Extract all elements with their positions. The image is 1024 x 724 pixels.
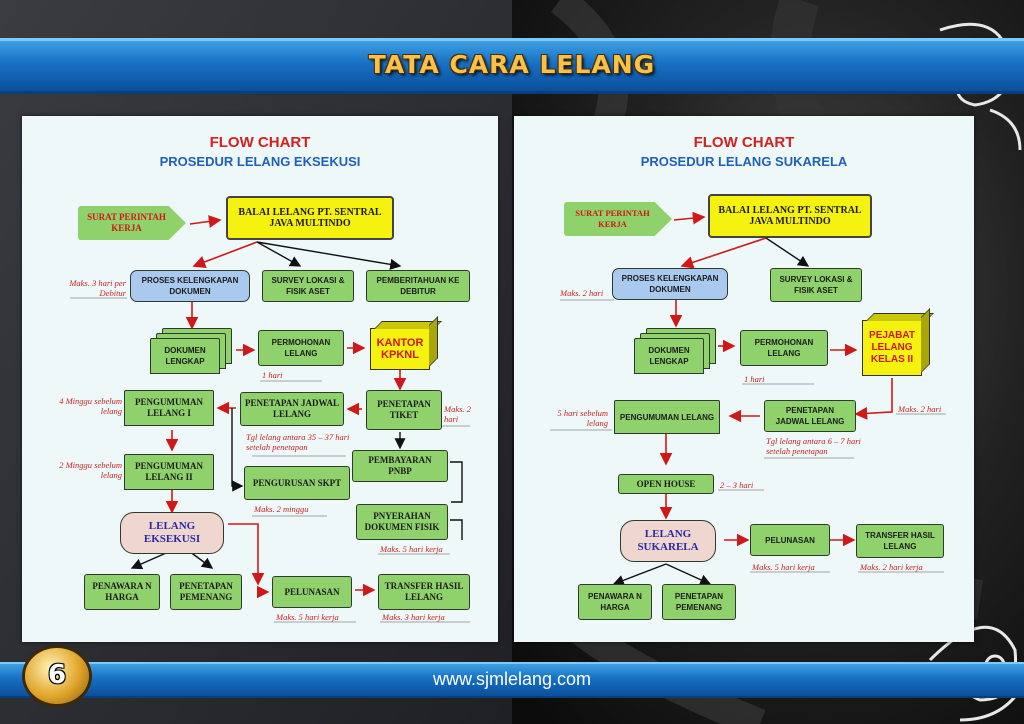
panel-subtitle: PROSEDUR LELANG EKSEKUSI	[159, 154, 361, 169]
panel-subtitle: PROSEDUR LELANG SUKARELA	[640, 154, 848, 169]
arrow	[189, 215, 222, 228]
penetapan-jadwal-lelang: PENETAPAN JADWAL LELANG	[240, 392, 344, 426]
note-1-hari: 1 hari	[744, 374, 765, 384]
lelang-sukarela: LELANG SUKARELA	[620, 520, 716, 562]
arrow	[450, 519, 463, 540]
arrow	[228, 523, 265, 586]
transfer-hasil-lelang: TRANSFER HASIL LELANG	[856, 524, 944, 558]
arrow	[256, 241, 402, 270]
arrow	[256, 241, 302, 267]
arrow	[665, 563, 712, 586]
pengumuman-lelang-ii: PENGUMUMAN LELANG II	[124, 454, 214, 490]
panel-title: FLOW CHART	[693, 134, 795, 151]
penetapan-pemenang: PENETAPAN PEMENANG	[170, 574, 242, 610]
survey-lokasi: SURVEY LOKASI & FISIK ASET	[770, 268, 862, 302]
arrow	[450, 461, 463, 503]
note-maks-2-hari: Maks. 2 hari	[444, 404, 471, 424]
note-maks-2-hari: Maks. 2 hari	[560, 288, 604, 298]
website-url[interactable]: www.sjmlelang.com	[432, 669, 592, 689]
survey-lokasi: SURVEY LOKASI & FISIK ASET	[262, 270, 354, 302]
flowchart-connectors	[70, 215, 470, 623]
flowchart-sukarela-panel: FLOW CHART PROSEDUR LELANG SUKARELA	[514, 116, 974, 642]
penetapan-tiket: PENETAPAN TIKET	[366, 390, 442, 430]
arrow	[765, 237, 810, 267]
penawaran-harga: PENAWARA N HARGA	[84, 574, 160, 610]
flowchart-connectors	[550, 211, 946, 586]
note-4-minggu: 4 Minggu sebelum lelang	[59, 396, 122, 416]
penetapan-pemenang: PENETAPAN PEMENANG	[662, 584, 736, 620]
pelunasan: PELUNASAN	[750, 524, 830, 556]
note-2-3-hari: 2 – 3 hari	[720, 480, 754, 490]
note-maks-5-hari-kerja: Maks. 5 hari kerja	[380, 544, 443, 554]
note-maks-5-hari-kerja: Maks. 5 hari kerja	[276, 612, 339, 622]
note-maks-3-hari: Maks. 3 hari per Debitur	[69, 278, 126, 298]
pelunasan: PELUNASAN	[272, 576, 352, 608]
kantor-kpknl: KANTOR KPKNL	[370, 328, 430, 370]
arrow	[192, 241, 258, 268]
page-title: TATA CARA LELANG	[368, 50, 656, 79]
flowchart-eksekusi-panel: FLOW CHART PROSEDUR LELANG EKSEKUSI	[22, 116, 498, 642]
page-number: 6	[47, 660, 67, 690]
note-1-hari: 1 hari	[262, 370, 283, 380]
dokumen-lengkap: DOKUMEN LENGKAP	[150, 338, 220, 374]
note-maks-3-hari-kerja: Maks. 3 hari kerja	[382, 612, 445, 622]
panel-title: FLOW CHART	[209, 134, 311, 151]
note-tgl-lelang: Tgl lelang antara 35 – 37 hari setelah p…	[246, 432, 350, 452]
dokumen-lengkap: DOKUMEN LENGKAP	[634, 338, 704, 374]
penawaran-harga: PENAWARA N HARGA	[578, 584, 652, 620]
pengumuman-lelang-i: PENGUMUMAN LELANG I	[124, 390, 214, 426]
permohonan-lelang: PERMOHONAN LELANG	[740, 330, 828, 366]
pembayaran-pnbp: PEMBAYARAN PNBP	[352, 450, 448, 482]
arrow	[673, 211, 706, 225]
note-maks-2-hari: Maks. 2 hari	[898, 404, 942, 414]
pejabat-lelang-kelas-ii: PEJABAT LELANG KELAS II	[862, 320, 922, 376]
note-maks-2-minggu: Maks. 2 minggu	[254, 504, 309, 514]
note-tgl-lelang: Tgl lelang antara 6 – 7 hari setelah pen…	[766, 436, 861, 456]
surat-perintah-kerja: SURAT PERINTAH KERJA	[78, 206, 186, 240]
page-number-badge: 6	[25, 648, 89, 704]
proses-kelengkapan-dokumen: PROSES KELENGKAPAN DOKUMEN	[612, 268, 728, 300]
transfer-hasil-lelang: TRANSFER HASIL LELANG	[378, 574, 470, 610]
balai-lelang: BALAI LELANG PT. SENTRAL JAVA MULTINDO	[226, 196, 394, 240]
note-maks-2-hari-kerja: Maks. 2 hari kerja	[860, 562, 923, 572]
pemberitahuan-ke-debitur: PEMBERITAHUAN KE DEBITUR	[366, 270, 470, 302]
lelang-eksekusi: LELANG EKSEKUSI	[120, 512, 224, 554]
proses-kelengkapan-dokumen: PROSES KELENGKAPAN DOKUMEN	[130, 270, 250, 302]
pengurusan-skpt: PENGURUSAN SKPT	[244, 466, 350, 500]
penetapan-jadwal-lelang: PENETAPAN JADWAL LELANG	[764, 400, 856, 432]
arrow	[231, 408, 244, 492]
pengumuman-lelang: PENGUMUMAN LELANG	[614, 400, 720, 434]
surat-perintah-kerja: SURAT PERINTAH KERJA	[564, 202, 672, 236]
arrow	[612, 563, 667, 586]
open-house: OPEN HOUSE	[618, 474, 714, 494]
note-5-hari: 5 hari sebelum lelang	[557, 408, 608, 428]
footer-bar	[0, 662, 1024, 698]
title-banner	[0, 38, 1024, 94]
note-2-minggu: 2 Minggu sebelum lelang	[59, 460, 122, 480]
arrow	[854, 378, 893, 420]
permohonan-lelang: PERMOHONAN LELANG	[258, 330, 344, 366]
arrow	[680, 237, 767, 269]
penyerahan-dokumen-fisik: PNYERAHAN DOKUMEN FISIK	[356, 504, 448, 540]
balai-lelang: BALAI LELANG PT. SENTRAL JAVA MULTINDO	[708, 194, 872, 238]
note-maks-5-hari-kerja: Maks. 5 hari kerja	[752, 562, 815, 572]
